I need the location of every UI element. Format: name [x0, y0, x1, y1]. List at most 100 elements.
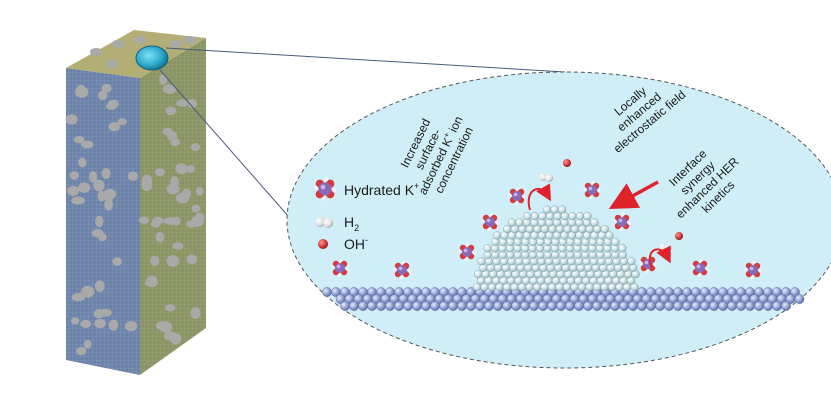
nanoparticle — [127, 171, 139, 181]
substrate-atom — [601, 301, 611, 311]
cluster-atom — [550, 205, 559, 214]
nanoparticle — [190, 143, 201, 152]
substrate-atom — [556, 301, 566, 311]
cluster-atom — [611, 237, 620, 246]
nanoparticle — [134, 36, 146, 44]
hydrated-k-ion — [458, 242, 476, 262]
nanoparticle — [101, 83, 112, 93]
cluster-atom — [590, 218, 599, 227]
substrate-atom — [493, 301, 503, 311]
zoom-line-top — [165, 47, 566, 73]
nanoparticle — [73, 136, 85, 144]
nanoparticle — [69, 171, 79, 180]
hydrated-k-ion — [393, 260, 411, 280]
field-arrow — [608, 180, 659, 210]
legend-oh-label: OH — [344, 236, 365, 252]
legend-h2-label: H — [344, 214, 354, 230]
cluster-atom — [558, 205, 567, 214]
cluster-atom — [507, 218, 517, 227]
substrate-atom — [385, 301, 395, 311]
substrate-atom — [322, 287, 332, 297]
nanoparticle — [159, 74, 168, 85]
substrate-atom — [655, 301, 665, 311]
substrate-atom — [763, 301, 773, 311]
substrate-atom — [745, 301, 755, 311]
nanoparticle — [164, 304, 176, 312]
substrate-atom — [682, 301, 692, 311]
cluster-atom — [583, 212, 592, 221]
h2-molecule — [539, 173, 553, 182]
substrate-atom — [709, 301, 719, 311]
nanoparticle — [185, 220, 197, 228]
cluster-atom — [474, 270, 483, 279]
nanoparticle — [83, 339, 92, 349]
nanoparticle — [71, 293, 86, 302]
substrate-atom — [637, 301, 647, 311]
nanoparticle — [166, 183, 180, 195]
legend-h2-symbol — [315, 217, 333, 228]
nanoparticle — [71, 196, 85, 205]
substrate-atom — [664, 301, 674, 311]
nanoparticle — [95, 215, 104, 228]
nanoparticle — [125, 321, 138, 332]
svg-text:Hydrated K+: Hydrated K+ — [344, 181, 419, 198]
substrate-atom — [511, 301, 521, 311]
cluster-atom — [538, 212, 547, 221]
nanoparticle — [181, 188, 192, 199]
substrate-atom — [448, 301, 458, 311]
nanoparticle — [81, 285, 95, 298]
substrate-atom — [412, 301, 422, 311]
nanoparticle — [191, 204, 201, 213]
substrate-atom — [781, 301, 791, 311]
substrate-atom — [628, 301, 638, 311]
nanoparticle — [170, 40, 182, 48]
magnified-site — [135, 45, 169, 71]
legend-hydrated-k-sup: + — [414, 181, 419, 191]
cluster-atom — [515, 218, 524, 227]
nanoparticle — [112, 257, 123, 266]
nanorod — [65, 30, 206, 375]
nanoparticle — [176, 99, 189, 107]
nanoparticle — [190, 307, 201, 320]
nanoparticle — [170, 138, 181, 147]
substrate-atom — [736, 301, 746, 311]
cluster-atom — [492, 231, 502, 240]
cluster-atom — [477, 257, 486, 266]
nanoparticle — [70, 317, 80, 325]
substrate-atom — [430, 301, 440, 311]
nanoparticle — [97, 190, 106, 202]
substrate-atom — [583, 301, 593, 311]
legend-hydrated-k-label: Hydrated K — [344, 182, 415, 198]
legend-oh-sup: - — [365, 235, 368, 245]
nanoparticle — [75, 347, 87, 356]
nanorod-side-face — [140, 38, 206, 375]
nanoparticle — [152, 216, 164, 225]
substrate-atom — [349, 301, 359, 311]
nanoparticle — [175, 164, 184, 173]
cluster-atom — [523, 212, 532, 221]
substrate-atom — [772, 301, 782, 311]
hydrated-k-ion — [481, 212, 499, 232]
reaction-arrow — [527, 183, 551, 211]
nanoparticle — [97, 90, 108, 101]
nanoparticle — [94, 318, 106, 329]
substrate-atom — [367, 301, 377, 311]
nanoparticle — [103, 188, 117, 200]
substrate-atom — [547, 301, 557, 311]
legend: Hydrated K+ H2 OH- — [313, 177, 419, 252]
nanoparticle — [165, 106, 177, 116]
substrate-atom — [376, 301, 386, 311]
svg-text:H2: H2 — [344, 214, 359, 233]
cluster-atom — [618, 244, 627, 253]
substrate-atom — [592, 301, 602, 311]
substrate-atom — [394, 301, 404, 311]
nanoparticle — [194, 212, 205, 222]
nanoparticle — [65, 114, 78, 125]
substrate-atom — [754, 301, 764, 311]
hydrated-k-ion — [691, 258, 709, 278]
substrate-atom — [403, 301, 413, 311]
nanoparticle — [112, 40, 124, 48]
hydrated-k-ion — [583, 180, 601, 200]
nanoparticle — [94, 280, 105, 293]
